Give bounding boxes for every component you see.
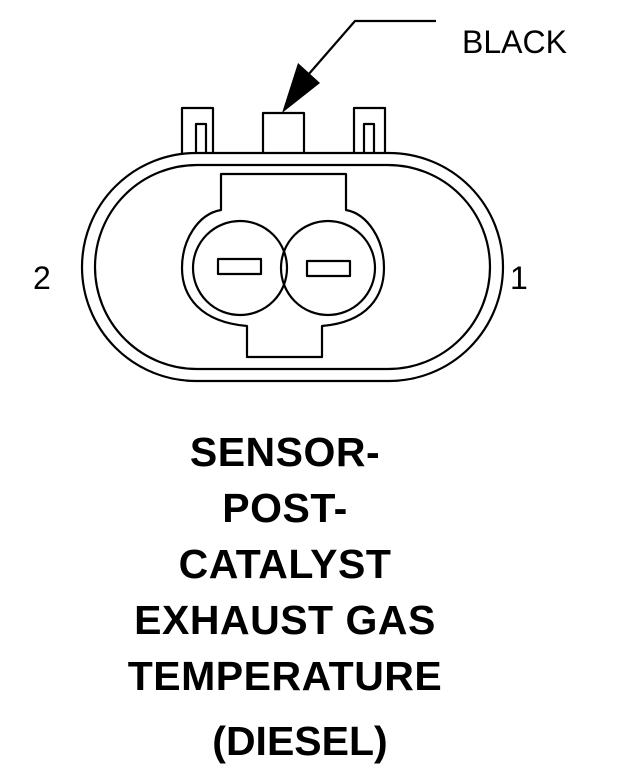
pin-1-label: 1 xyxy=(510,260,528,296)
center-key-tab xyxy=(261,111,306,153)
title-line: TEMPERATURE xyxy=(127,653,443,699)
title-line: EXHAUST GAS xyxy=(134,597,436,643)
terminal-cavity-pin-2 xyxy=(191,219,289,317)
pin-2-label: 2 xyxy=(33,260,51,296)
title-line: POST- xyxy=(222,485,348,531)
component-subtitle: (DIESEL) xyxy=(212,718,388,764)
title-line: CATALYST xyxy=(178,541,392,587)
title-line: SENSOR- xyxy=(189,429,381,475)
right-latch-tab-inner xyxy=(362,122,376,153)
terminal-cavity-pin-1 xyxy=(279,219,377,317)
right-latch-tab xyxy=(352,106,387,153)
connector-inner-shell xyxy=(93,163,492,371)
wire-color-leader-line xyxy=(307,19,436,76)
left-latch-tab-inner xyxy=(194,122,208,153)
left-latch-tab xyxy=(180,106,215,153)
wire-color-arrowhead xyxy=(282,63,320,113)
terminal-slot-pin-2 xyxy=(216,257,263,276)
terminal-slot-pin-1 xyxy=(305,259,352,278)
component-title: SENSOR- POST- CATALYST EXHAUST GAS TEMPE… xyxy=(0,424,570,704)
connector-diagram xyxy=(80,19,505,383)
wire-color-label: BLACK xyxy=(462,24,567,60)
terminal-housing xyxy=(180,172,386,359)
connector-outer-shell xyxy=(80,151,505,383)
